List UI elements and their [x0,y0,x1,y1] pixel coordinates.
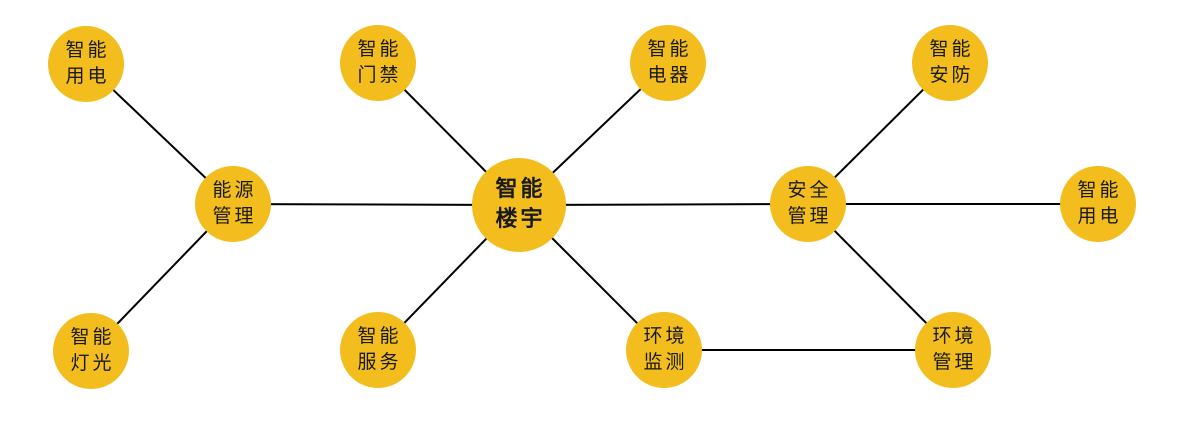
node-smart-service: 智能 服务 [340,312,416,388]
node-label-line1: 智能 [1077,179,1122,202]
node-smart-access-control: 智能 门禁 [340,25,416,101]
node-label-line2: 安防 [929,64,974,86]
node-label-line1: 智能 [647,38,692,61]
node-smart-power-left: 智能 用电 [48,26,124,102]
node-environment-monitoring: 环境 监测 [626,312,702,388]
node-label-line1: 智能 [357,325,402,348]
node-label-line2: 电器 [647,64,692,86]
node-label-line1: 智能 [929,38,974,61]
node-label-line1: 智能 [357,38,402,61]
node-label-line2: 管理 [787,205,832,227]
node-label-line1: 智能 [70,326,115,349]
node-smart-lighting: 智能 灯光 [53,313,129,389]
node-security-management: 安全 管理 [770,166,846,242]
edge-center-security_mgmt [518,203,809,206]
node-label-line2: 灯光 [70,352,115,374]
edge-center-energy_mgmt [232,203,520,206]
node-label-line1: 能源 [212,179,257,202]
node-label-line1: 智能 [65,39,110,62]
node-label-line1: 安全 [787,179,832,202]
node-energy-management: 能源 管理 [195,166,271,242]
node-label-line2: 管理 [932,351,977,373]
node-label-line2: 用电 [1077,205,1122,227]
node-label-line2: 门禁 [357,64,402,86]
node-smart-appliances: 智能 电器 [630,25,706,101]
node-label-line2: 楼宇 [495,207,546,232]
node-label-line2: 监测 [643,351,688,373]
node-smart-building: 智能 楼宇 [472,158,566,252]
node-smart-power-right: 智能 用电 [1060,166,1136,242]
node-label-line1: 环境 [932,325,977,348]
node-label-line1: 智能 [495,177,546,203]
node-label-line2: 用电 [65,65,110,87]
node-label-line2: 服务 [357,351,402,373]
node-label-line2: 管理 [212,205,257,227]
node-environment-management: 环境 管理 [915,312,991,388]
node-smart-security: 智能 安防 [912,25,988,101]
node-label-line1: 环境 [643,325,688,348]
